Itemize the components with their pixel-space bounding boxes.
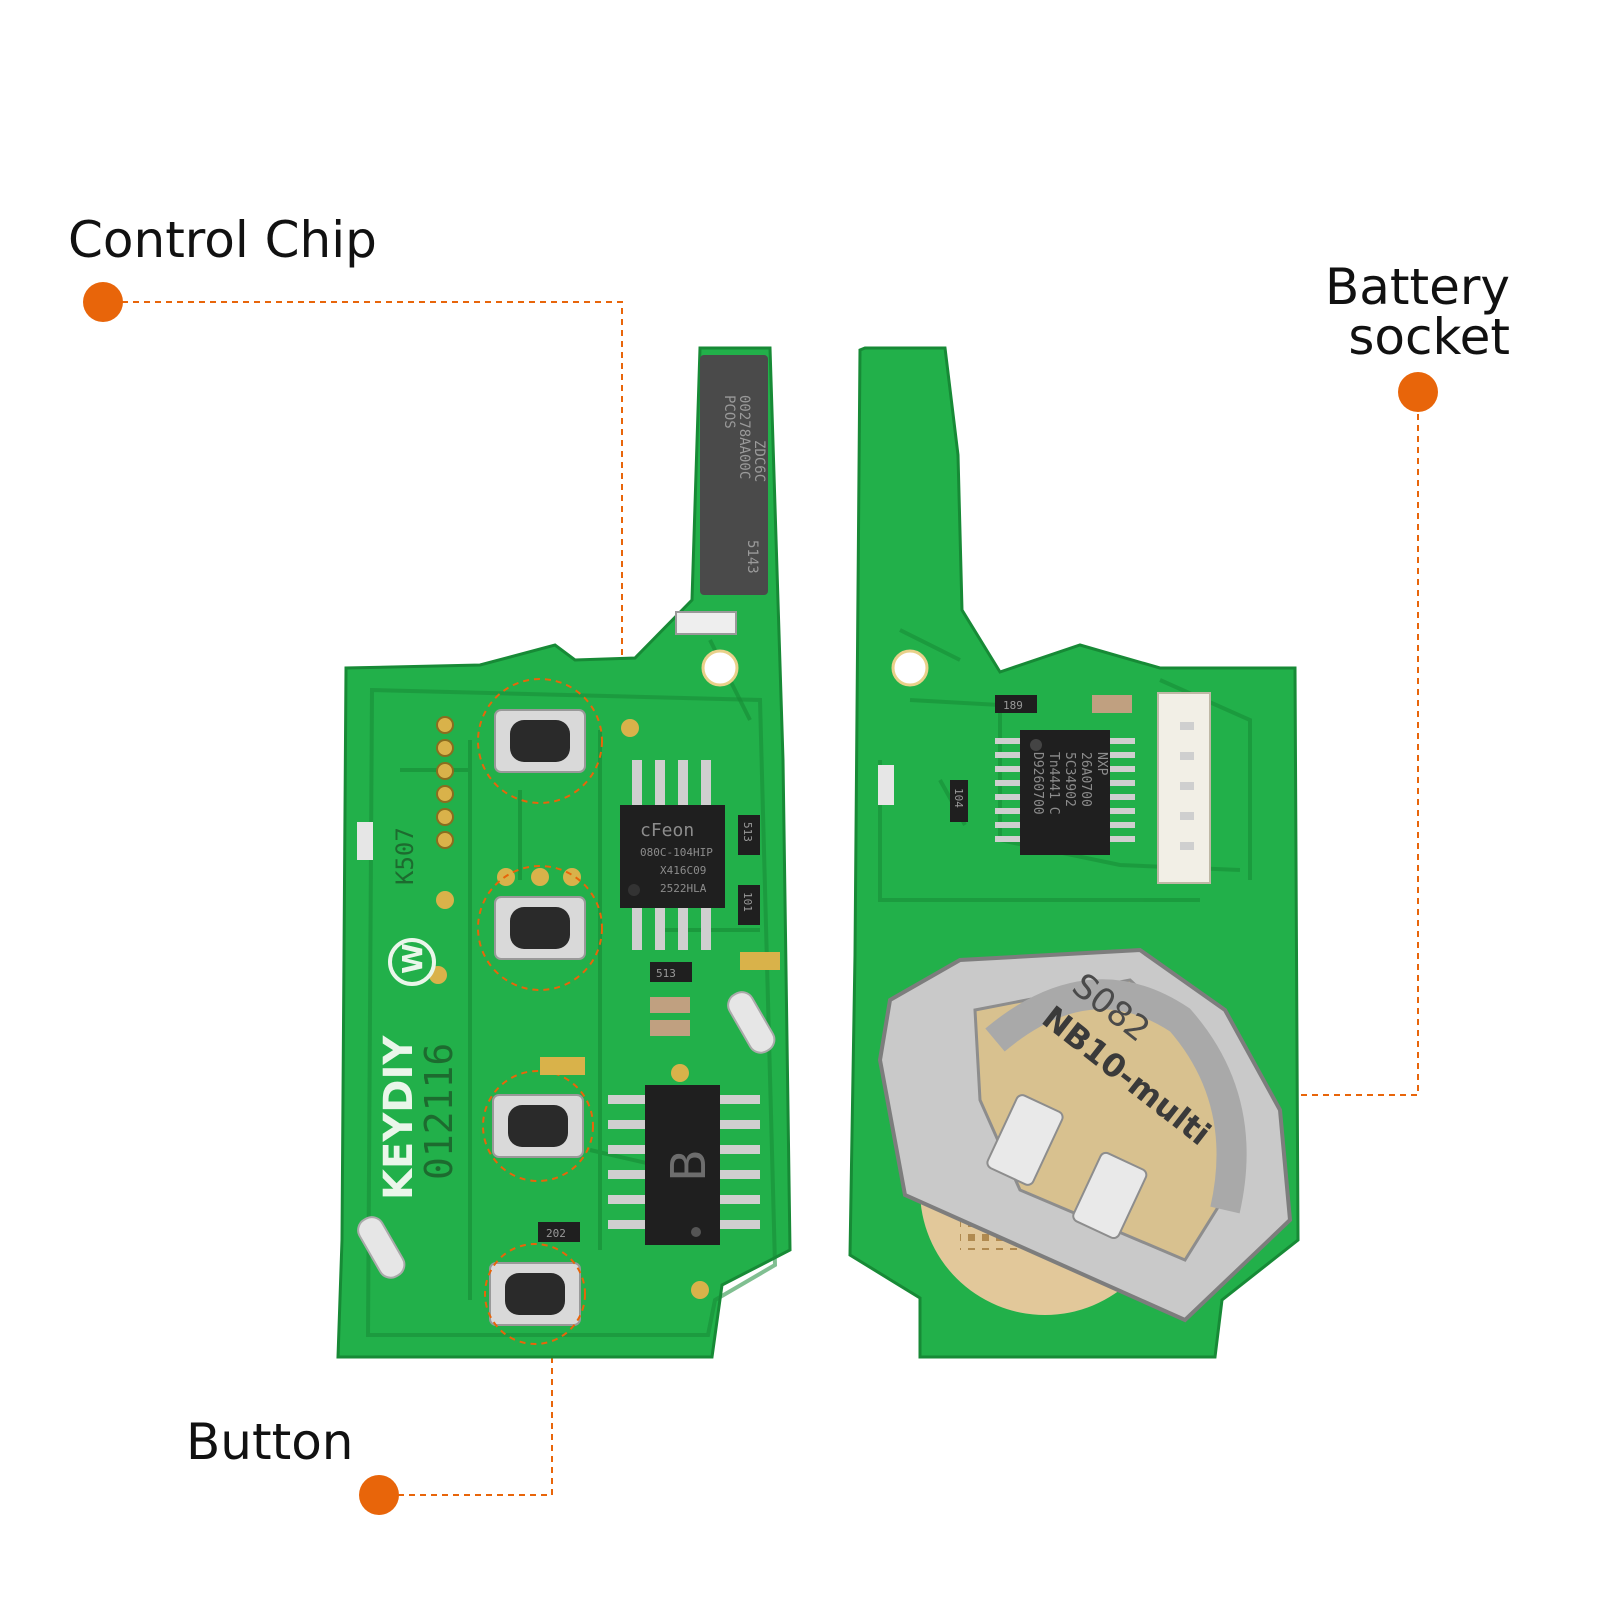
left-mount-hole [701, 649, 739, 687]
nxp-text-3: 5C34902 [1062, 752, 1077, 807]
flash-line-1: 080C-104HIP [640, 846, 713, 859]
button-highlight-circles [477, 678, 603, 1345]
battery-socket-label-line2: socket [1348, 308, 1510, 366]
coil-text-3: ZDC6C [751, 440, 767, 482]
brand-text: KEYDIY [376, 1035, 422, 1200]
res-104-body [950, 780, 968, 822]
res-202: 202 [546, 1227, 566, 1240]
cap-right-1 [1092, 695, 1132, 713]
right-pcb: NXP 26A0700 5C34902 Tn4441 C D9260700 18… [848, 346, 1300, 1359]
nxp-text-1: NXP [1094, 752, 1109, 776]
battery-socket: NB10-multi S082 [877, 947, 1293, 1323]
button-label: Button [186, 1413, 354, 1471]
chip-leader-line [122, 301, 623, 720]
left-pcb: PCOS 00278AA00C ZDC6C 5143 [336, 346, 792, 1359]
white-connector [1157, 692, 1211, 884]
left-pcb-trace-border [365, 687, 778, 1337]
flash-brand: cFeon [640, 820, 694, 841]
nxp-text-5: D9260700 [1030, 752, 1045, 815]
button-leader-line [398, 1320, 553, 1496]
ic-b: B [608, 1085, 760, 1245]
res-513a: 513 [741, 822, 754, 842]
tact-button-4 [489, 1262, 581, 1326]
button-callout-dot [359, 1475, 399, 1515]
ic-b-mark: B [661, 1149, 717, 1182]
callout-leaders [122, 301, 1419, 1496]
led [675, 611, 737, 635]
right-mount-hole [891, 649, 929, 687]
control-chip: cFeon 080C-104HIP X416C09 2522HLA [620, 760, 725, 950]
gold-pads [358, 719, 709, 1299]
chip-callout-dot [83, 282, 123, 322]
tact-button-2 [494, 896, 586, 960]
header-pins [436, 716, 454, 849]
tact-button-3 [492, 1094, 584, 1158]
antenna-coil [700, 355, 768, 595]
battery-clip-arc [985, 979, 1247, 1214]
res-101: 101 [741, 892, 754, 912]
flash-line-2: X416C09 [660, 864, 706, 877]
control-chip-label: Control Chip [68, 211, 377, 269]
coil-text-4: 5143 [744, 540, 760, 574]
battery-socket-label-line1: Battery [1324, 258, 1510, 316]
flash-line-3: 2522HLA [660, 882, 707, 895]
smd-resistors: 513 101 513 202 [357, 815, 780, 1242]
battery-contact-2 [1072, 1151, 1148, 1240]
w-mark: W [396, 943, 429, 974]
left-pcb-traces [400, 639, 760, 1300]
res-104: 104 [952, 788, 965, 808]
coil-text-1: PCOS [721, 395, 737, 429]
battery-socket-label: Battery socket [1290, 262, 1510, 362]
cap-right-2 [878, 765, 894, 805]
left-silkscreen: K507 W KEYDIY 012116 [376, 827, 461, 1200]
battery-contact-1 [986, 1094, 1064, 1186]
coil-text-2: 00278AA00C [736, 395, 752, 479]
res-513b: 513 [656, 967, 676, 980]
tact-button-1 [494, 709, 586, 773]
left-crystal-2 [357, 1216, 406, 1279]
nxp-text-4: Tn4441 C [1046, 752, 1061, 815]
battery-callout-dot [1398, 372, 1438, 412]
nxp-chip: NXP 26A0700 5C34902 Tn4441 C D9260700 [995, 730, 1135, 855]
left-crystal-1 [727, 991, 776, 1054]
nxp-text-2: 26A0700 [1078, 752, 1093, 807]
res-189-body [995, 695, 1037, 713]
res-189: 189 [1003, 699, 1023, 712]
model-text: K507 [391, 827, 419, 885]
battery-leader-line [1260, 392, 1419, 1096]
brand-code-text: 012116 [417, 1043, 461, 1180]
